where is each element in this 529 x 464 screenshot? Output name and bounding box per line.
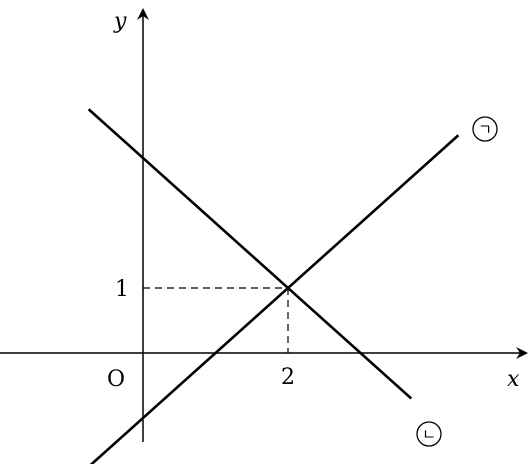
line-a-label-text: ㄱ bbox=[478, 121, 492, 139]
line-b-label-circle bbox=[416, 421, 442, 447]
origin-label: O bbox=[107, 367, 125, 392]
x-axis-label: x bbox=[507, 367, 520, 392]
line-b bbox=[87, 108, 413, 400]
line-b-label-text: ㄴ bbox=[422, 426, 436, 444]
line-b-label: ㄴ bbox=[416, 421, 442, 447]
line-a-label: ㄱ bbox=[472, 116, 498, 142]
line-a-label-circle bbox=[472, 116, 498, 142]
y-tick-label-1: 1 bbox=[115, 277, 129, 302]
y-axis-label: y bbox=[113, 9, 127, 34]
line-a bbox=[89, 134, 460, 464]
x-tick-label-2: 2 bbox=[281, 365, 295, 390]
